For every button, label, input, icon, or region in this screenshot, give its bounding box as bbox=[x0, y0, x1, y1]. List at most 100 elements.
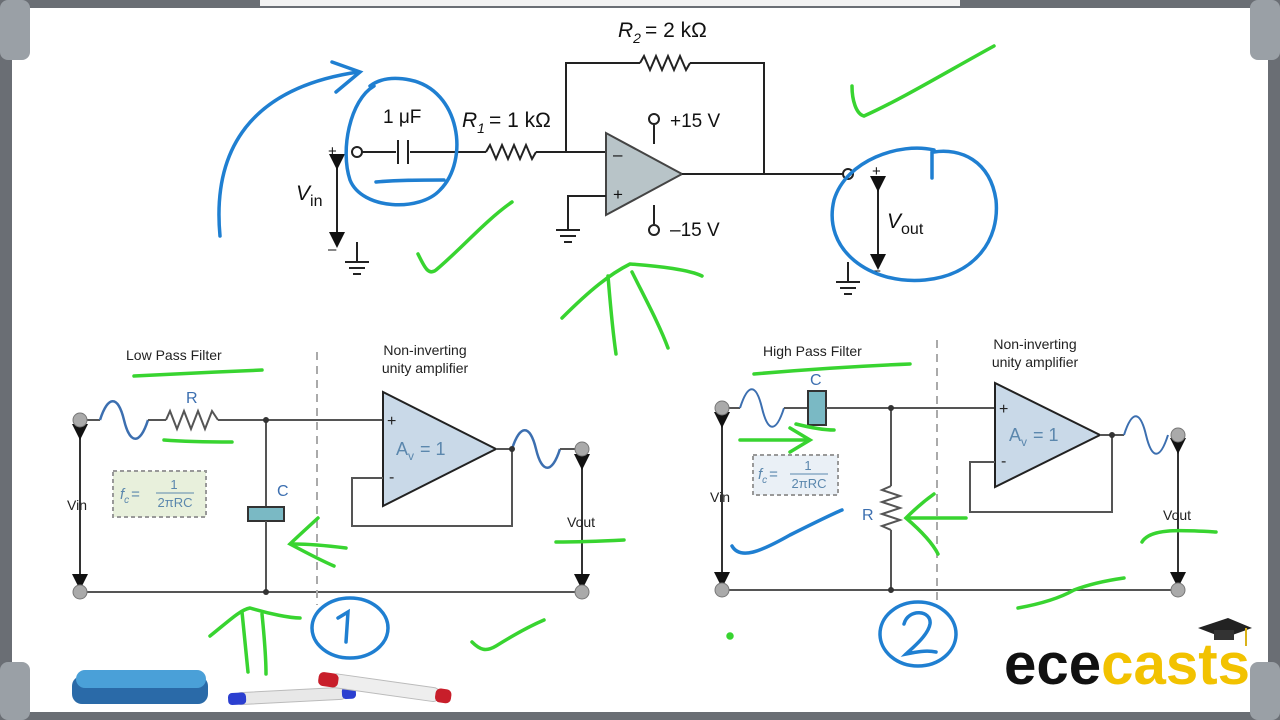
blue-annotations bbox=[217, 60, 999, 668]
logo-text: ececasts bbox=[1004, 632, 1250, 697]
lp-resistor bbox=[165, 408, 219, 432]
opamp-noninverting-sign: + bbox=[613, 185, 623, 204]
high-pass-labels: High Pass Filter Non-inverting unity amp… bbox=[710, 336, 1191, 524]
green-underline-hp-ground bbox=[1016, 576, 1126, 610]
hp-opamp bbox=[994, 381, 1103, 489]
lp-formula-den: 2πRC bbox=[158, 495, 193, 510]
hp-formula-box bbox=[752, 454, 839, 496]
ececasts-logo: ececasts bbox=[1004, 618, 1252, 697]
lp-formula-lhs: fc= bbox=[120, 486, 140, 506]
board-corner-bl bbox=[0, 662, 30, 720]
blue-circle-1 bbox=[310, 596, 390, 660]
lp-gain: Av= 1 bbox=[396, 439, 446, 463]
opamp-top bbox=[605, 131, 685, 217]
resistor-r2 bbox=[639, 53, 691, 73]
lp-c-label: C bbox=[277, 483, 289, 500]
hp-vin: Vin bbox=[710, 489, 730, 505]
green-check-top-right bbox=[850, 44, 996, 118]
green-underline-hp-c bbox=[794, 422, 836, 432]
blue-underline-hp bbox=[730, 508, 844, 555]
lp-input-wave bbox=[98, 400, 150, 440]
hp-formula-num: 1 bbox=[804, 458, 811, 473]
green-arrow-up-top bbox=[560, 262, 704, 320]
green-underline-lp-r bbox=[162, 438, 234, 444]
marker-red[interactable] bbox=[317, 671, 452, 704]
low-pass-nodes bbox=[72, 412, 590, 600]
lp-opamp bbox=[382, 390, 499, 508]
green-arrow-up-lp bbox=[208, 606, 302, 638]
vplus-supply-label: +15 V bbox=[670, 111, 721, 132]
blue-circle-2 bbox=[878, 600, 958, 668]
hp-plus: + bbox=[999, 401, 1008, 418]
green-arrow-hp-r bbox=[903, 492, 940, 556]
logo-overlay-yellow bbox=[1122, 640, 1250, 690]
high-pass-circuit bbox=[714, 340, 1186, 600]
opamp-inverting-sign: – bbox=[613, 145, 623, 164]
board-top-rail bbox=[260, 0, 960, 6]
hp-formula-lhs: fc= bbox=[758, 466, 778, 486]
r1-label: R1= 1 kΩ bbox=[462, 109, 551, 136]
green-underline-hp-title bbox=[752, 362, 912, 376]
lp-title: Low Pass Filter bbox=[126, 347, 222, 363]
blue-digit-1 bbox=[336, 608, 350, 644]
blue-circle-output bbox=[830, 146, 999, 283]
low-pass-circuit bbox=[72, 352, 590, 605]
lp-vout: Vout bbox=[567, 514, 595, 530]
hp-amp-title-1: Non-inverting bbox=[993, 336, 1076, 352]
lp-formula-num: 1 bbox=[170, 477, 177, 492]
lp-capacitor bbox=[247, 506, 285, 522]
vin-plus-sign: + bbox=[328, 143, 337, 160]
lp-amp-title-1: Non-inverting bbox=[383, 342, 466, 358]
vout-minus-sign: – bbox=[872, 262, 881, 279]
hp-r-label: R bbox=[862, 507, 874, 524]
hp-formula-den: 2πRC bbox=[792, 476, 827, 491]
lp-output-wave bbox=[510, 429, 562, 469]
blue-digit-2 bbox=[900, 611, 938, 657]
blue-circle-input bbox=[344, 76, 459, 207]
lp-minus: - bbox=[389, 469, 394, 486]
blue-arc-arrow bbox=[217, 70, 360, 238]
hp-title: High Pass Filter bbox=[763, 343, 862, 359]
board-surface bbox=[12, 8, 1268, 712]
hp-c-label: C bbox=[810, 372, 822, 389]
vminus-supply-label: –15 V bbox=[670, 220, 720, 241]
green-underline-lp-title bbox=[132, 368, 264, 378]
marker-blue[interactable] bbox=[227, 686, 357, 706]
blue-arrowhead bbox=[330, 60, 364, 94]
hp-gain: Av= 1 bbox=[1009, 425, 1059, 449]
board-corner-tr bbox=[1250, 0, 1280, 60]
board-corner-tl bbox=[0, 0, 30, 60]
high-pass-nodes bbox=[714, 400, 1186, 598]
vin-label: Vin bbox=[296, 182, 322, 210]
lp-plus: + bbox=[387, 413, 396, 430]
vout-label: Vout bbox=[887, 210, 924, 238]
hp-vout: Vout bbox=[1163, 507, 1191, 523]
vin-minus-sign: – bbox=[328, 241, 337, 258]
hp-resistor bbox=[878, 485, 904, 531]
graduation-cap-icon bbox=[1198, 618, 1252, 646]
vin-terminal bbox=[351, 146, 363, 158]
low-pass-labels: Low Pass Filter Non-inverting unity ampl… bbox=[67, 342, 595, 530]
hp-input-wave bbox=[739, 388, 785, 428]
green-arrow-lp-c bbox=[287, 516, 336, 568]
top-circuit-labels: R2= 2 kΩ 1 μF R1= 1 kΩ +15 V –15 V – + +… bbox=[296, 19, 924, 279]
green-check-top-left bbox=[416, 200, 514, 274]
vout-plus-sign: + bbox=[872, 163, 881, 180]
eraser[interactable] bbox=[72, 670, 208, 704]
r2-label: R2= 2 kΩ bbox=[618, 19, 707, 46]
lp-vin: Vin bbox=[67, 497, 87, 513]
green-underline-lp-vout bbox=[554, 538, 626, 544]
hp-output-wave bbox=[1123, 415, 1169, 455]
capacitor-label: 1 μF bbox=[383, 107, 421, 128]
board-corner-br bbox=[1250, 662, 1280, 720]
lp-r-label: R bbox=[186, 390, 198, 407]
green-underline-hp-vout bbox=[1140, 528, 1218, 544]
lp-amp-title-2: unity amplifier bbox=[382, 360, 469, 376]
green-annotations bbox=[132, 44, 1218, 676]
hp-minus: - bbox=[1001, 453, 1006, 470]
hp-amp-title-2: unity amplifier bbox=[992, 354, 1079, 370]
hp-capacitor bbox=[807, 390, 827, 426]
green-check-lp bbox=[470, 618, 546, 652]
lp-formula-box bbox=[112, 470, 207, 518]
